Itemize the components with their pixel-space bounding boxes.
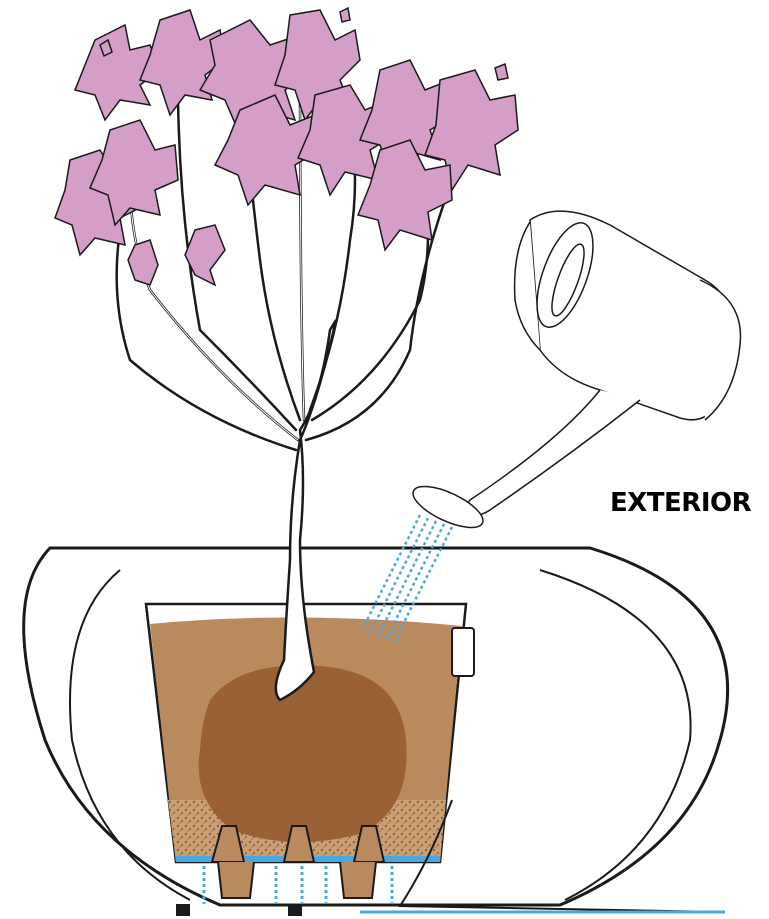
water-level-indicator xyxy=(452,628,474,676)
blossom-clusters xyxy=(55,8,518,285)
exterior-label: EXTERIOR xyxy=(610,488,751,518)
root-ball xyxy=(199,665,407,842)
